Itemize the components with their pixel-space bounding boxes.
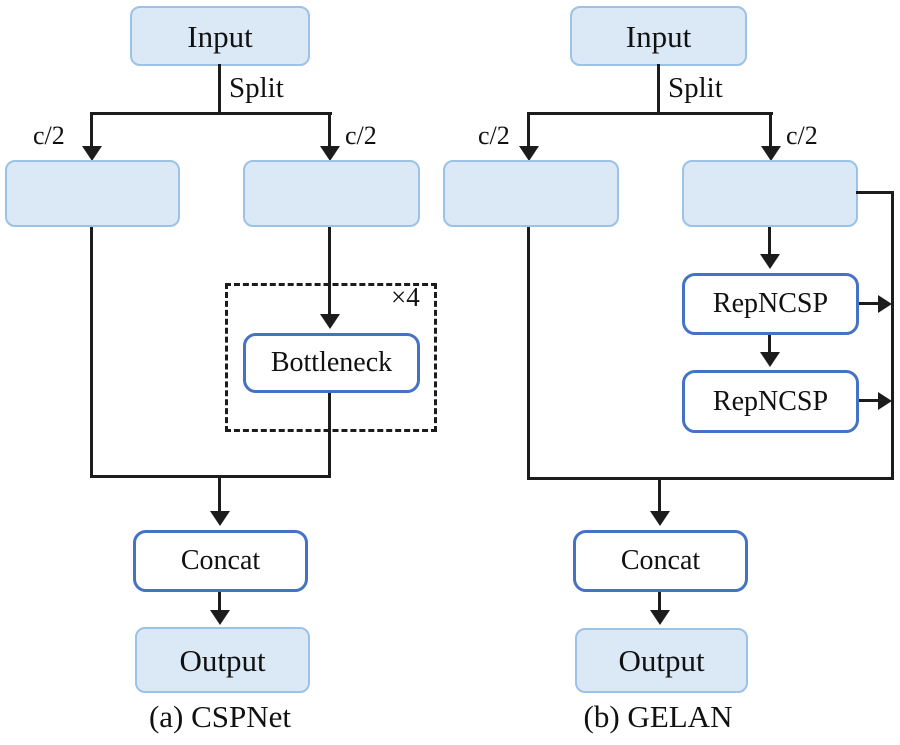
transition-node-right-b — [682, 160, 858, 227]
channel-label-right-b: c/2 — [786, 121, 818, 150]
join-line-b — [527, 477, 894, 480]
split-label-a: Split — [229, 72, 284, 104]
arrowhead-to-concat-b — [650, 511, 670, 526]
arrowhead-left-branch-a — [82, 146, 102, 161]
split-branch-line-b — [527, 112, 773, 115]
output-node-b: Output — [575, 628, 748, 693]
join-line-a — [90, 475, 331, 478]
channel-label-left-a: c/2 — [33, 121, 65, 150]
arrow-left-branch-a — [90, 112, 93, 148]
arrow-right-branch-a — [328, 112, 331, 148]
arrow-to-block1-b — [768, 227, 771, 256]
arrowhead-right-branch-b — [761, 146, 781, 161]
input-node-b: Input — [570, 6, 747, 66]
output-node-a: Output — [135, 627, 310, 693]
arrow-right-branch-b — [769, 112, 772, 148]
arrow-to-concat-a — [218, 477, 221, 513]
bypass-line-a — [90, 227, 93, 478]
block2-out-arrowhead-b — [878, 392, 892, 410]
arrowhead-to-bottleneck-a — [320, 314, 340, 329]
block1-out-line-b — [859, 302, 880, 305]
arrowhead-to-block2-b — [760, 352, 780, 367]
bottleneck-node-a: Bottleneck — [243, 333, 420, 393]
arrowhead-to-output-b — [650, 610, 670, 625]
connector-input-split-b — [657, 64, 660, 114]
caption-gelan: (b) GELAN — [583, 699, 733, 734]
repncsp-node-1: RepNCSP — [682, 273, 859, 335]
aggregation-rail-b — [891, 191, 894, 480]
arrow-to-output-a — [218, 592, 221, 612]
arrowhead-to-block1-b — [760, 254, 780, 269]
arrowhead-right-branch-a — [320, 146, 340, 161]
arrow-left-branch-b — [527, 112, 530, 148]
repeat-count-label-a: ×4 — [391, 282, 420, 312]
repeat-region-a — [225, 283, 437, 432]
caption-cspnet: (a) CSPNet — [148, 699, 292, 734]
channel-label-right-a: c/2 — [345, 121, 377, 150]
concat-node-b: Concat — [573, 530, 748, 592]
arrowhead-left-branch-b — [519, 146, 539, 161]
bottleneck-out-line-a — [328, 393, 331, 478]
block1-out-arrowhead-b — [878, 295, 892, 313]
transition-node-right-a — [243, 160, 420, 227]
transition-node-left-a — [5, 160, 180, 227]
repncsp-node-2: RepNCSP — [682, 370, 859, 433]
block2-out-line-b — [859, 399, 880, 402]
transition-node-left-b — [443, 160, 619, 227]
split-branch-line-a — [90, 112, 332, 115]
rail-top-line-b — [856, 191, 894, 194]
concat-node-a: Concat — [133, 530, 308, 592]
arrowhead-to-output-a — [210, 610, 230, 625]
connector-input-split-a — [218, 64, 221, 114]
split-label-b: Split — [668, 72, 723, 104]
arrow-to-concat-b — [658, 479, 661, 513]
arrowhead-to-concat-a — [210, 511, 230, 526]
arrow-to-bottleneck-a — [328, 227, 331, 316]
arrow-to-block2-b — [768, 335, 771, 354]
channel-label-left-b: c/2 — [478, 121, 510, 150]
input-node-a: Input — [130, 6, 310, 66]
arrow-to-output-b — [658, 592, 661, 612]
bypass-line-b — [527, 227, 530, 478]
